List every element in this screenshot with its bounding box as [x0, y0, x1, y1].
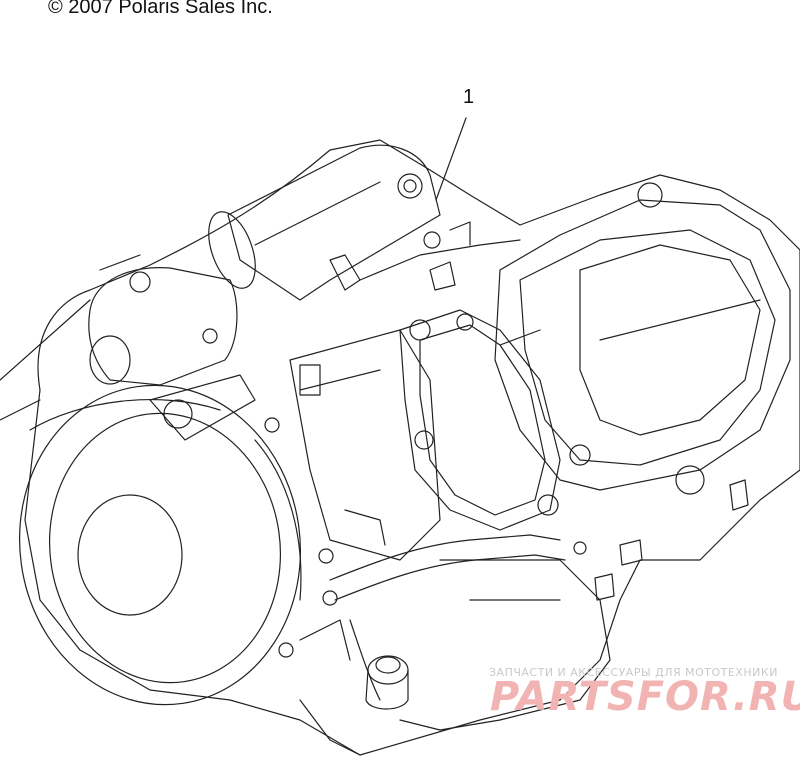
frame-hidden-lines: [0, 254, 141, 421]
watermark-logo: PARTSFOR.RU: [490, 674, 800, 720]
part-callout-number: 1: [463, 86, 475, 108]
engine-outline: [24, 139, 800, 756]
stator-cover: [18, 374, 338, 706]
watermark-tagline: ЗАПЧАСТИ И АКСЕССУАРЫ ДЛЯ МОТОТЕХНИКИ: [489, 666, 778, 679]
copyright-text: © 2007 Polaris Sales Inc.: [48, 0, 273, 18]
oil-filler: [365, 655, 409, 710]
starter-motor: [208, 144, 441, 301]
upper-harness: [329, 221, 521, 291]
valve-cover: [494, 182, 791, 495]
mounting-studs: [573, 479, 749, 601]
crankcase: [289, 329, 441, 561]
transmission-case: [299, 559, 611, 756]
callout-leader-line: [435, 117, 467, 201]
magneto-cover-boss: [88, 267, 238, 386]
cylinder-body: [399, 309, 561, 531]
